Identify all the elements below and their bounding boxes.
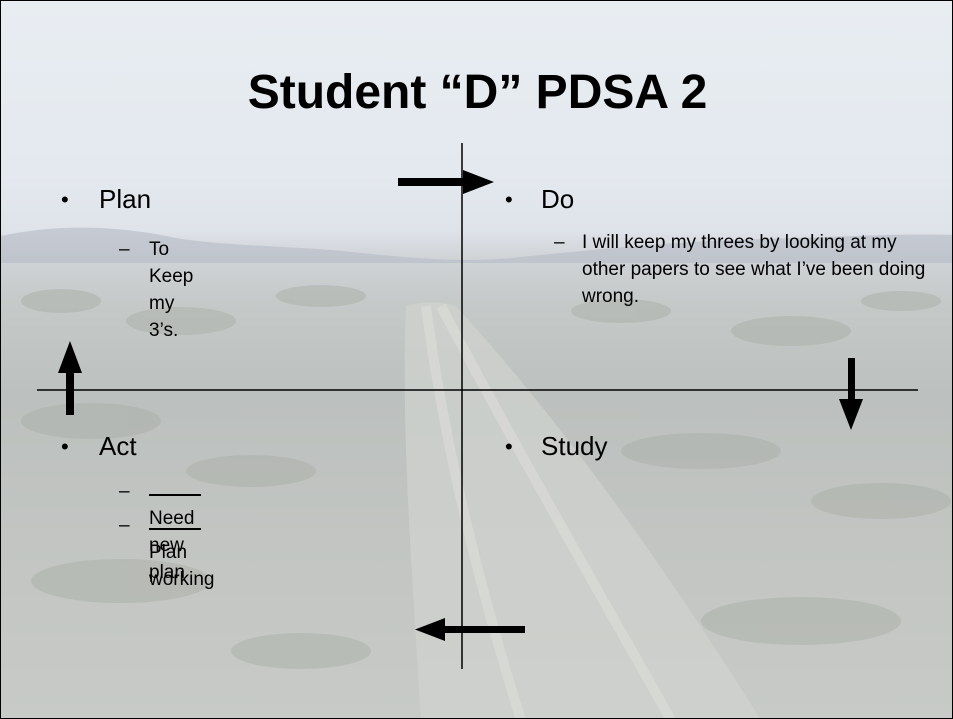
dirt-road (404, 302, 760, 718)
bullet-icon: • (505, 434, 513, 459)
bullet-icon: • (61, 187, 69, 212)
arrow-right-icon (398, 170, 494, 194)
act-option-need-new-plan: Need new plan (149, 478, 207, 586)
blank-line (149, 494, 201, 496)
bullet-icon: • (505, 187, 513, 212)
dash-icon: – (119, 515, 130, 536)
distant-hills (1, 227, 952, 263)
do-heading: Do (541, 184, 575, 214)
act-heading: Act (99, 431, 137, 461)
dash-icon: – (119, 481, 130, 502)
dash-icon: – (119, 239, 130, 260)
plan-item: To Keep my 3’s. (149, 239, 194, 341)
act-option-label: Plan working (149, 542, 215, 590)
plan-heading: Plan (99, 184, 152, 214)
arrow-down-icon (839, 358, 863, 430)
dash-icon: – (554, 232, 565, 253)
do-item: I will keep my threes by looking at my o… (582, 232, 926, 307)
arrow-up-icon (58, 341, 82, 415)
sagebrush-texture (21, 285, 951, 669)
study-heading: Study (541, 431, 608, 461)
act-option-label: Need new plan (149, 508, 195, 583)
slide-title: Student “D” PDSA 2 (247, 66, 708, 119)
blank-line (149, 528, 201, 530)
bullet-icon: • (61, 434, 69, 459)
arrow-left-icon (415, 618, 525, 641)
act-option-plan-working: Plan working (149, 512, 214, 593)
